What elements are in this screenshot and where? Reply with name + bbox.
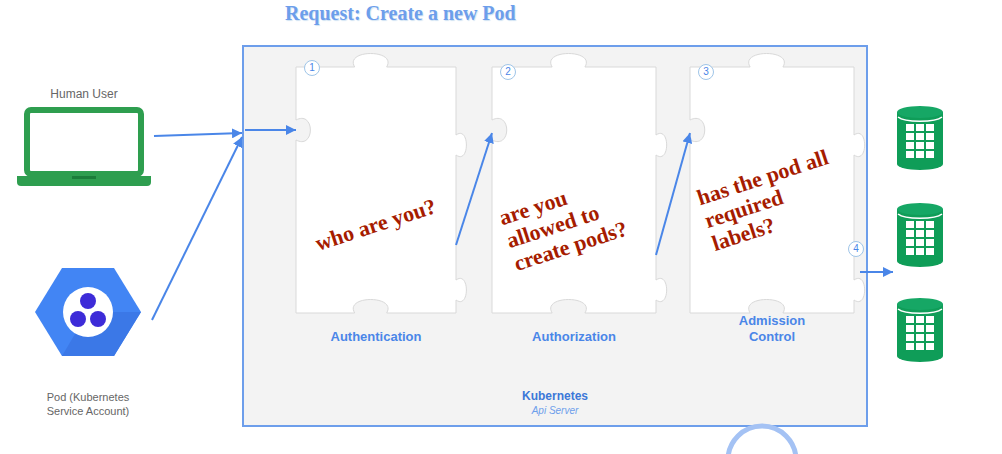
decor-ring: [728, 426, 796, 454]
callout-number: 2: [500, 64, 516, 80]
puzzle-piece: are you allowed to create pods?Authoriza…: [492, 55, 656, 355]
service-account-pod: Pod (Kubernetes Service Account): [24, 262, 152, 420]
diagram-title: Request: Create a new Pod: [285, 2, 516, 25]
callout-holder: 2: [500, 64, 516, 80]
laptop-icon: [14, 86, 154, 190]
server-subtitle: Api Server: [532, 404, 579, 417]
flow-arrow: [245, 129, 296, 131]
storage-arrow: [860, 271, 893, 273]
database-icon: [897, 298, 943, 362]
actor-label: Pod (Kubernetes Service Account): [38, 390, 138, 418]
flow-arrow: [456, 133, 492, 245]
pod-icon: [24, 262, 152, 362]
puzzle-piece: has the pod all required labels?Admissio…: [690, 55, 854, 355]
database-icon: [897, 106, 943, 170]
stage-label: Authentication: [331, 329, 422, 345]
stage-label: Admission Control: [727, 313, 817, 345]
puzzle-piece: who are you?Authentication: [296, 55, 456, 355]
flow-arrow: [656, 133, 690, 255]
callout-number: 3: [698, 64, 714, 80]
callout-holder: 4: [848, 241, 864, 257]
callout-number: 4: [848, 241, 864, 257]
flow-arrow: [152, 137, 242, 320]
database-icon: [897, 203, 943, 267]
actor-label: Human User: [50, 86, 117, 102]
callout-number: 1: [304, 60, 320, 76]
title-holder: Request: Create a new Pod: [285, 2, 516, 25]
callout-holder: 1: [304, 60, 320, 76]
callout-holder: 3: [698, 64, 714, 80]
api-server-box: KubernetesApi Server who are you?Authenti…: [242, 45, 868, 427]
human-user: Human User: [14, 86, 154, 190]
server-title: Kubernetes: [522, 389, 588, 404]
stage-label: Authorization: [532, 329, 616, 345]
flow-arrow: [154, 133, 242, 136]
